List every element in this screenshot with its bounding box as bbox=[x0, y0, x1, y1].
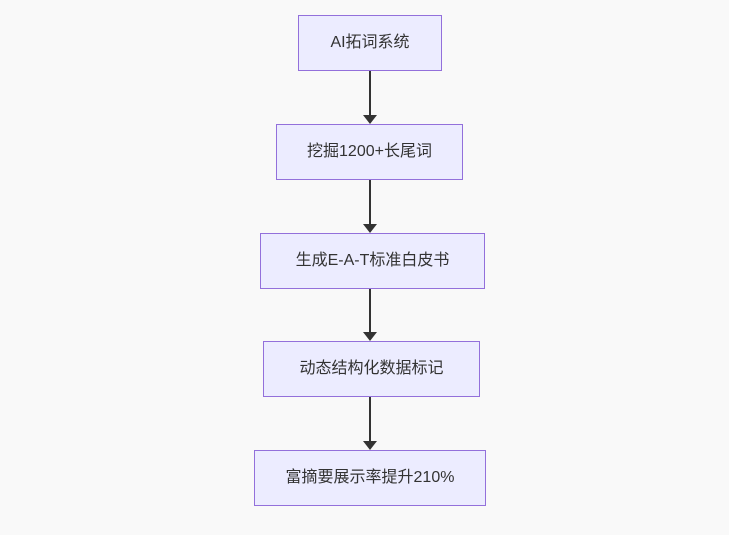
flow-node-rich-snippet-result: 富摘要展示率提升210% bbox=[254, 450, 486, 506]
flow-node-ai-keyword-system: AI拓词系统 bbox=[298, 15, 442, 71]
flow-node-eat-whitepaper: 生成E-A-T标准白皮书 bbox=[260, 233, 485, 289]
arrow-line bbox=[369, 71, 371, 115]
arrow-head-icon bbox=[363, 441, 377, 450]
arrow-head-icon bbox=[363, 115, 377, 124]
flow-node-structured-data: 动态结构化数据标记 bbox=[263, 341, 480, 397]
flow-node-longtail-mining: 挖掘1200+长尾词 bbox=[276, 124, 463, 180]
arrow-line bbox=[369, 289, 371, 332]
arrow-head-icon bbox=[363, 332, 377, 341]
arrow-line bbox=[369, 397, 371, 441]
arrow-line bbox=[369, 180, 371, 224]
flow-node-label: 动态结构化数据标记 bbox=[299, 360, 444, 378]
flow-node-label: 挖掘1200+长尾词 bbox=[307, 143, 432, 161]
arrow-head-icon bbox=[363, 224, 377, 233]
flow-node-label: AI拓词系统 bbox=[330, 34, 410, 52]
flow-node-label: 生成E-A-T标准白皮书 bbox=[295, 252, 450, 270]
flow-node-label: 富摘要展示率提升210% bbox=[285, 469, 455, 487]
